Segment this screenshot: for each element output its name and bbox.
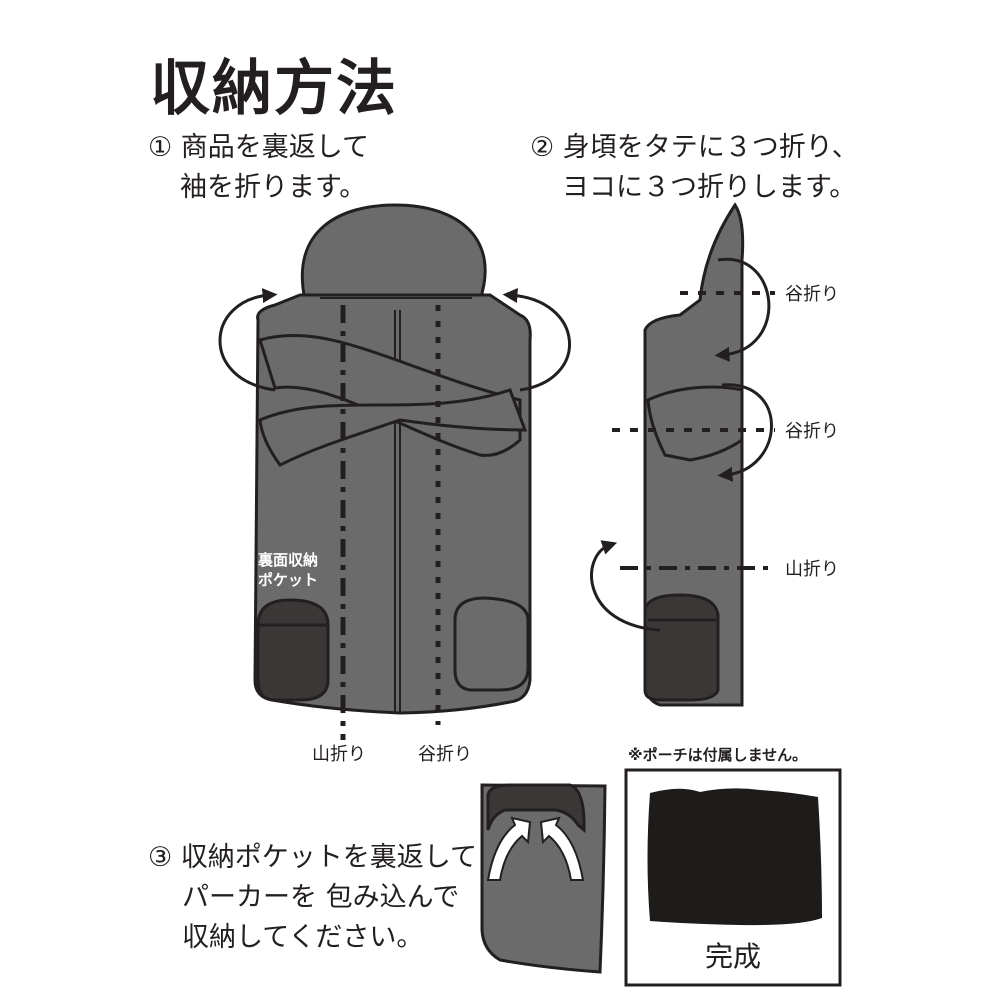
fold-label-valley: 谷折り xyxy=(418,744,472,765)
fold-arrows-figure2 xyxy=(590,257,773,632)
fold-lines-figure2 xyxy=(612,291,775,570)
complete-label: 完成 xyxy=(705,940,761,973)
step2-line1: ② 身頃をタテに３つ折り、 xyxy=(530,132,859,163)
figure-1-hoodie xyxy=(253,203,532,715)
curved-arrow-icon xyxy=(717,383,773,482)
fold-label-middle: 谷折り xyxy=(785,421,839,442)
right-arrow-icon xyxy=(502,288,571,392)
step1-line2: 袖を折ります。 xyxy=(180,172,367,203)
curved-arrow-icon xyxy=(714,257,771,362)
figure-3-pocket-wrap xyxy=(480,783,607,974)
right-pocket xyxy=(453,596,530,692)
note-text: ※ポーチは付属しません。 xyxy=(628,746,807,764)
page-title: 収納方法 xyxy=(150,54,398,124)
pocket-label-line2: ポケット xyxy=(258,571,318,589)
step3-instruction: ③ 収納ポケットを裏返して パーカーを 包み込んで 収納してください。 xyxy=(148,838,477,958)
fold-label-top: 谷折り xyxy=(785,284,839,305)
step3-line1: ③ 収納ポケットを裏返して xyxy=(148,842,477,873)
step2-instruction: ② 身頃をタテに３つ折り、 ヨコに３つ折りします。 xyxy=(530,128,859,208)
figure-2-folded xyxy=(643,202,745,707)
sleeve-fold-arrows xyxy=(218,288,571,392)
fold-lines-figure1 xyxy=(340,305,441,740)
left-arrow-icon xyxy=(218,288,278,392)
step3-line3: 収納してください。 xyxy=(182,922,424,953)
inverted-pocket xyxy=(486,783,586,834)
step2-line2: ヨコに３つ折りします。 xyxy=(562,172,857,203)
curved-arrow-icon xyxy=(590,540,661,632)
white-arrow-icon xyxy=(486,816,532,881)
fold-label-mountain: 山折り xyxy=(312,744,366,765)
pocket xyxy=(643,593,720,702)
fold-label-bottom: 山折り xyxy=(785,559,839,580)
pocket-label-line1: 裏面収納 xyxy=(257,551,318,569)
left-pocket xyxy=(256,598,330,702)
folded-sleeve xyxy=(646,385,744,462)
finished-pouch xyxy=(647,788,822,926)
hood xyxy=(300,203,487,302)
step3-line2: パーカーを 包み込んで xyxy=(182,882,460,913)
step1-instruction: ① 商品を裏返して 袖を折ります。 xyxy=(148,128,369,208)
white-arrow-icon xyxy=(539,816,585,881)
step1-line1: ① 商品を裏返して xyxy=(148,132,369,163)
left-sleeve xyxy=(258,388,528,467)
